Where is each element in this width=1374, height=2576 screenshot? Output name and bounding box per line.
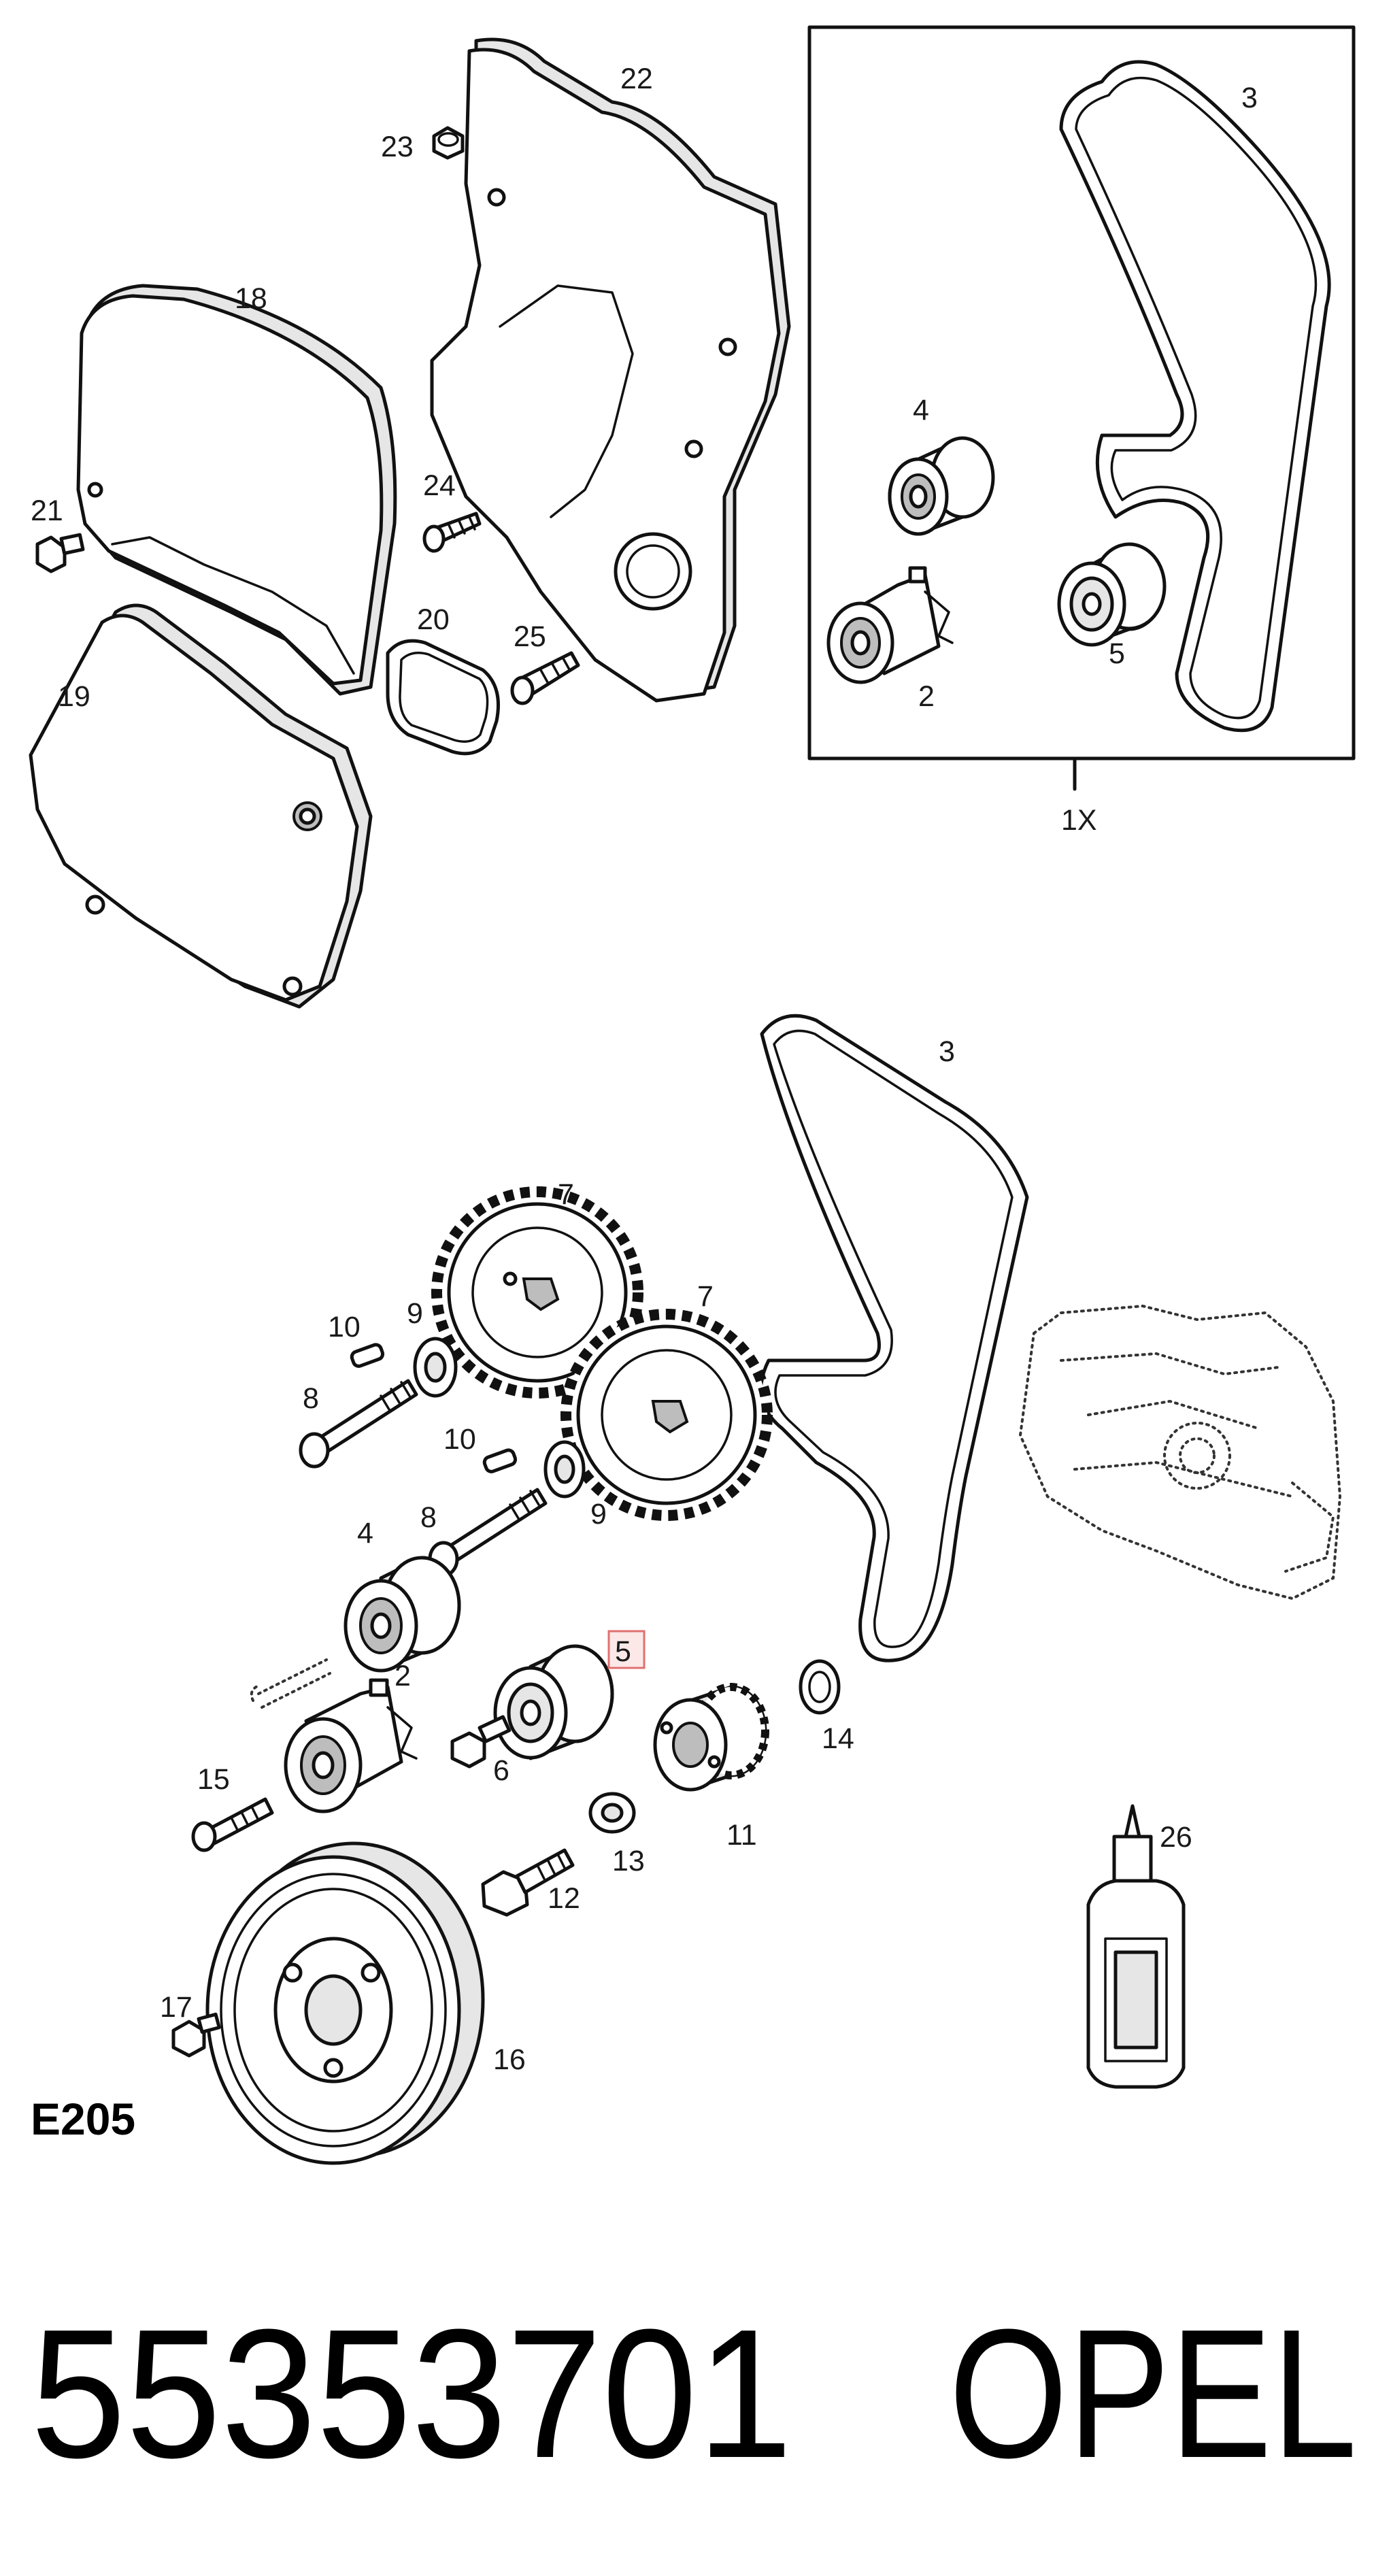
- bolt-8-lower: [428, 1488, 548, 1577]
- crankshaft-gear-11: [653, 1683, 769, 1792]
- bolt-25: [510, 651, 580, 705]
- crankshaft-bolt-12: [481, 1848, 575, 1917]
- callout: 5: [615, 1635, 631, 1668]
- bolt-24: [422, 512, 482, 553]
- kit-box: [807, 25, 1356, 791]
- callout: 25: [514, 620, 546, 653]
- camshaft-gear-7-right: [560, 1309, 773, 1521]
- crankshaft-pulley-16: [205, 1841, 485, 2165]
- kit-idler-pulley-4: [888, 436, 995, 536]
- brand-name: OPEL: [949, 2292, 1357, 2496]
- bolt-6: [450, 1715, 512, 1769]
- callout: 5: [1109, 637, 1125, 670]
- callout: 16: [493, 2043, 526, 2076]
- callout: 8: [420, 1501, 437, 1534]
- callout: 20: [417, 603, 450, 636]
- callout: 14: [822, 1722, 854, 1755]
- callout: 17: [160, 1991, 192, 2024]
- kit-pulley-5: [1057, 542, 1167, 647]
- camshaft-gear-7-left: [431, 1186, 643, 1399]
- callout: 4: [357, 1517, 373, 1550]
- callout: 7: [697, 1280, 714, 1313]
- callout: 18: [235, 282, 267, 315]
- callout: 9: [407, 1297, 423, 1330]
- ghost-bolt: [250, 1658, 331, 1709]
- gasket-20: [386, 639, 500, 756]
- callout: 21: [31, 495, 63, 527]
- callout: 4: [913, 394, 929, 426]
- callout: 19: [58, 680, 90, 713]
- tensioner-2: [284, 1678, 418, 1813]
- bolt-23: [432, 126, 465, 160]
- callout: 7: [558, 1178, 574, 1211]
- callout: 10: [328, 1311, 361, 1343]
- callout: 22: [620, 63, 653, 95]
- sealant-tube-26: [1086, 1804, 1186, 2089]
- callout: 26: [1160, 1821, 1192, 1854]
- idler-pulley-4: [344, 1556, 461, 1673]
- washer-9-lower: [543, 1440, 586, 1499]
- callout-labels: 3 4 5 2 1X 22 23 18 24 21 20 25 19 3 7 7…: [31, 63, 1258, 2076]
- callout: 10: [443, 1423, 476, 1456]
- callout: 23: [381, 131, 414, 163]
- callout: 1X: [1061, 804, 1097, 837]
- pulley-5: [493, 1644, 614, 1760]
- callout: 13: [612, 1845, 645, 1877]
- dowel-pin-10-upper: [350, 1343, 385, 1368]
- callout: 11: [726, 1819, 757, 1852]
- kit-frame: [807, 25, 1356, 760]
- timing-belt-3: [759, 1014, 1029, 1662]
- dowel-pin-10-lower: [482, 1448, 518, 1473]
- highlight-callout-5: [607, 1630, 646, 1669]
- callout: 2: [918, 680, 935, 713]
- washer-13: [588, 1792, 636, 1834]
- callout: 24: [423, 469, 456, 502]
- kit-timing-belt: [1059, 60, 1331, 733]
- callout: 3: [1241, 82, 1258, 114]
- group-code: E205: [31, 2094, 135, 2144]
- engine-block-ghost: [1018, 1304, 1342, 1601]
- kit-tensioner-2: [826, 566, 954, 684]
- bolt-15: [191, 1797, 274, 1852]
- callout: 12: [548, 1882, 580, 1915]
- callout: 3: [939, 1035, 955, 1068]
- lower-timing-cover-19: [29, 603, 373, 1009]
- callout: 2: [395, 1660, 411, 1692]
- bolt-21: [35, 533, 85, 573]
- seal-14: [799, 1659, 841, 1715]
- callout: 15: [197, 1763, 230, 1796]
- callout: 6: [493, 1754, 509, 1787]
- washer-9-upper: [413, 1337, 458, 1398]
- rear-timing-cover-22: [430, 37, 791, 703]
- upper-timing-cover-18: [76, 284, 397, 696]
- callout: 8: [303, 1382, 319, 1415]
- callout: 9: [590, 1498, 607, 1530]
- bolt-17: [171, 2012, 221, 2058]
- part-number: 55353701: [31, 2292, 792, 2496]
- bolt-8-upper: [299, 1379, 418, 1469]
